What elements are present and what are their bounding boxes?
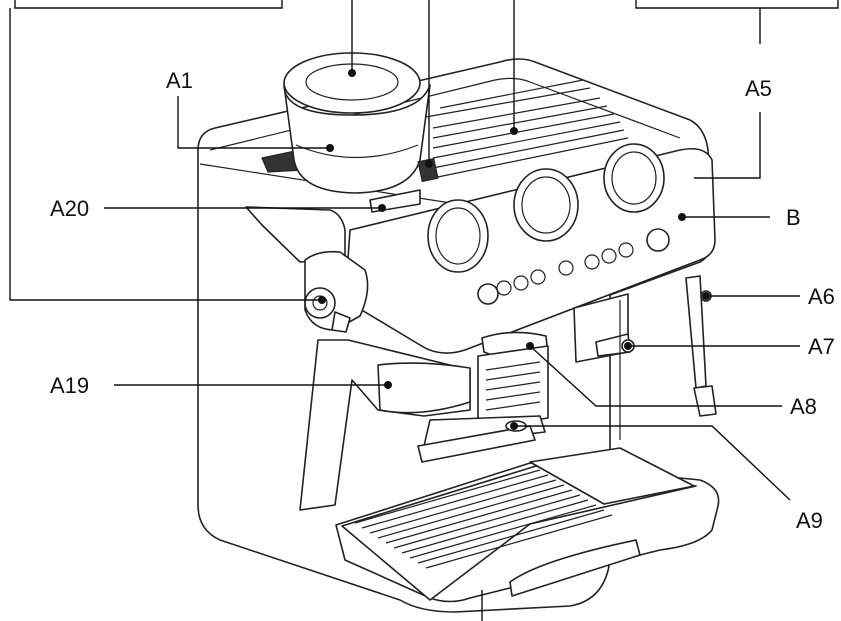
label-a20: A20 [50,196,89,221]
label-b: B [786,205,801,230]
grinder-arm [245,206,369,333]
drip-tray [335,447,720,603]
machine-illustration [197,52,720,613]
leader-dots [318,69,710,430]
control-buttons [477,228,670,305]
label-a7: A7 [808,334,835,359]
label-a1: A1 [166,68,193,93]
group-head [477,331,549,429]
bean-hopper [283,52,439,194]
label-a5: A5 [745,76,772,101]
cup-warmer-grill [419,79,629,179]
steam-wand [573,275,717,417]
callout-labels: A1 A5 A20 B A6 A7 A19 A8 A9 [50,68,835,533]
label-a19: A19 [50,373,89,398]
cup-cradle [377,362,471,414]
label-a9: A9 [796,508,823,533]
label-a6: A6 [808,284,835,309]
gauges [427,143,665,273]
leader-lines [9,0,839,621]
label-a8: A8 [790,394,817,419]
